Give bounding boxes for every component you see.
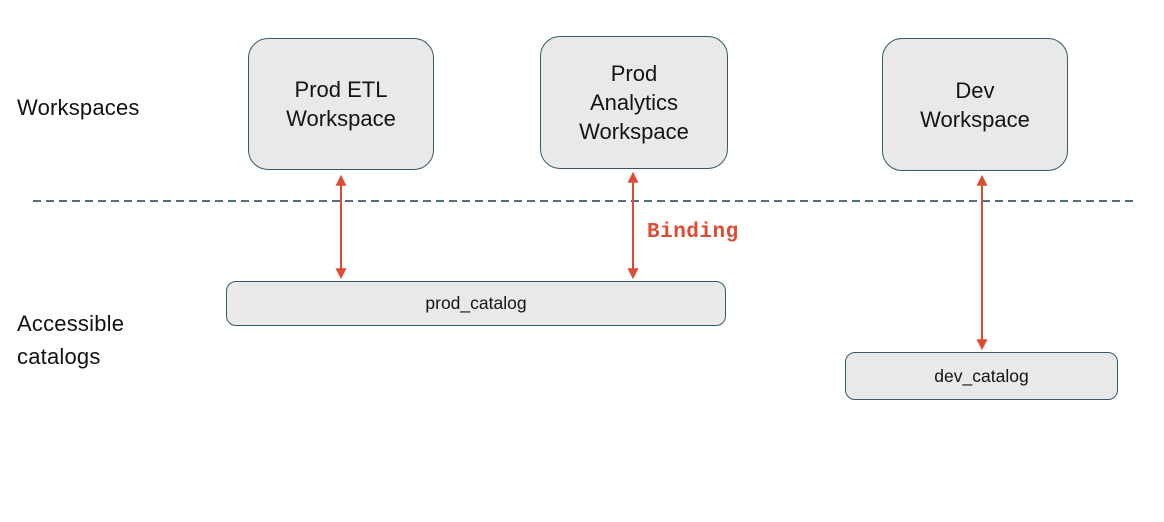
node-prod-analytics-workspace: Prod Analytics Workspace <box>540 36 728 169</box>
node-prod-etl-workspace-label: Prod ETL Workspace <box>286 77 396 131</box>
node-dev-workspace-label: Dev Workspace <box>920 77 1030 132</box>
node-prod-analytics-workspace-label: Prod Analytics Workspace <box>579 61 689 144</box>
accessible-catalogs-row-label: Accessible catalogs <box>17 307 124 373</box>
node-dev-workspace: Dev Workspace <box>882 38 1068 171</box>
node-dev-catalog-label: dev_catalog <box>934 365 1029 386</box>
accessible-catalogs-row-label-line1: Accessible <box>17 311 125 336</box>
binding-edge-label: Binding <box>647 221 739 244</box>
node-prod-catalog-label: prod_catalog <box>425 293 527 313</box>
node-dev-catalog: dev_catalog <box>845 352 1118 400</box>
accessible-catalogs-row-label-line2: catalogs <box>17 344 101 369</box>
workspaces-row-label: Workspaces <box>17 95 140 120</box>
node-prod-etl-workspace: Prod ETL Workspace <box>248 38 434 170</box>
node-prod-catalog: prod_catalog <box>226 281 726 326</box>
